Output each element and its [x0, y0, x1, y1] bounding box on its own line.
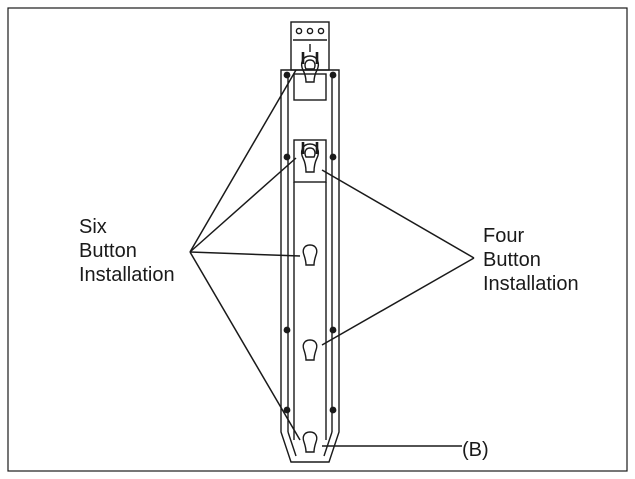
tab-hole: [317, 27, 325, 35]
six-label-line: Installation: [79, 264, 175, 286]
screw: [329, 326, 337, 334]
six-button-installation-label: Six Button Installation: [79, 215, 175, 287]
four-button-installation-label: Four Button Installation: [483, 224, 579, 296]
tab-hole: [295, 27, 303, 35]
six-label-line: Button: [79, 240, 137, 262]
four-label-line: Installation: [483, 273, 579, 295]
keyhole-button: [302, 339, 318, 361]
rail-screws: [283, 71, 337, 414]
tab-hole: [306, 27, 314, 35]
screw: [283, 71, 291, 79]
four-label-line: Four: [483, 225, 525, 247]
callout-b-label: (B): [462, 439, 489, 461]
upper-bracket-plate: [293, 73, 327, 101]
diagram-frame: [7, 7, 628, 472]
lower-hook-button: [301, 142, 319, 173]
four-label-line: Button: [483, 249, 541, 271]
keyhole-button: [302, 431, 318, 453]
screw: [283, 326, 291, 334]
screw: [329, 71, 337, 79]
screw: [329, 153, 337, 161]
screw: [283, 153, 291, 161]
six-label-line: Six: [79, 216, 107, 238]
keyhole-button: [302, 244, 318, 266]
six-button-leaders: [189, 69, 301, 441]
screw: [283, 406, 291, 414]
screw: [329, 406, 337, 414]
upper-hook-button: [301, 52, 319, 83]
rail-bottom-taper-right: [323, 431, 333, 457]
rail-outline: [280, 69, 340, 463]
rail-bottom-taper-left: [287, 431, 297, 457]
four-button-leaders: [321, 169, 475, 346]
lower-bracket-plate: [293, 139, 327, 183]
